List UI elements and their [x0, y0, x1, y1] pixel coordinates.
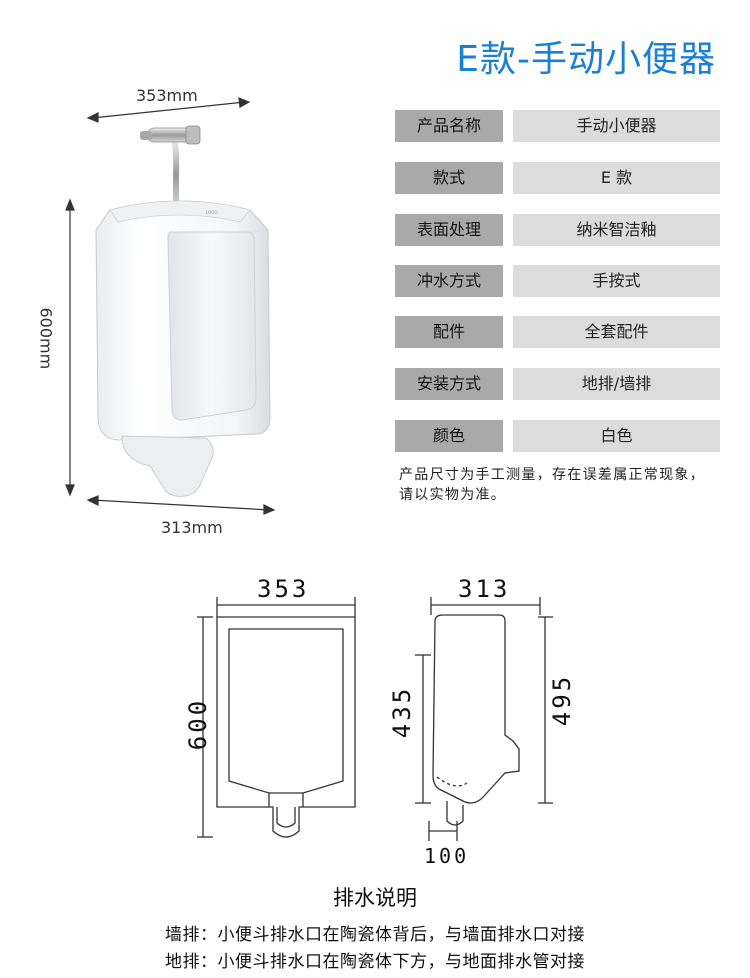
photo-width-label: 353mm: [136, 86, 198, 105]
spec-row-accessories: 配件 全套配件: [395, 316, 720, 348]
spec-row-flush: 冲水方式 手按式: [395, 265, 720, 297]
spec-row-name: 产品名称 手动小便器: [395, 110, 720, 142]
drain-floor-text: 地排：小便斗排水口在陶瓷体下方，与地面排水管对接: [165, 952, 585, 972]
urinal-product-image: LOGO: [65, 97, 276, 515]
spec-value: 纳米智洁釉: [513, 214, 720, 246]
side-total-height-dim: 495: [548, 673, 576, 727]
svg-text:LOGO: LOGO: [206, 210, 217, 215]
spec-value: E 款: [513, 162, 720, 194]
spec-row-style: 款式 E 款: [395, 162, 720, 194]
spec-label: 表面处理: [395, 214, 503, 246]
side-depth-dim: 313: [458, 575, 511, 603]
photo-height-label: 600mm: [36, 307, 56, 370]
page-title: E款-手动小便器: [456, 39, 716, 80]
spec-label: 配件: [395, 316, 503, 348]
drain-wall-text: 墙排：小便斗排水口在陶瓷体背后，与墙面排水口对接: [165, 925, 585, 945]
side-inlet-height-dim: 435: [388, 685, 416, 739]
front-view-drawing: [197, 597, 356, 838]
spec-value: 地排/墙排: [513, 368, 720, 400]
spec-label: 产品名称: [395, 110, 503, 142]
spec-label: 颜色: [395, 420, 503, 452]
side-outlet-dim: 100: [424, 844, 470, 868]
spec-value: 手动小便器: [513, 110, 720, 142]
spec-row-color: 颜色 白色: [395, 420, 720, 452]
side-view-drawing: [415, 597, 553, 841]
front-height-dim: 600: [184, 697, 212, 751]
front-width-dim: 353: [257, 575, 310, 603]
spec-label: 冲水方式: [395, 265, 503, 297]
spec-value: 全套配件: [513, 316, 720, 348]
drain-section-title: 排水说明: [333, 886, 417, 910]
spec-label: 款式: [395, 162, 503, 194]
photo-depth-label: 313mm: [161, 518, 223, 537]
spec-row-installation: 安装方式 地排/墙排: [395, 368, 720, 400]
spec-label: 安装方式: [395, 368, 503, 400]
spec-value: 手按式: [513, 265, 720, 297]
measurement-note: 产品尺寸为手工测量，存在误差属正常现象，请以实物为准。: [399, 467, 705, 503]
spec-row-surface: 表面处理 纳米智洁釉: [395, 214, 720, 246]
spec-value: 白色: [513, 420, 720, 452]
